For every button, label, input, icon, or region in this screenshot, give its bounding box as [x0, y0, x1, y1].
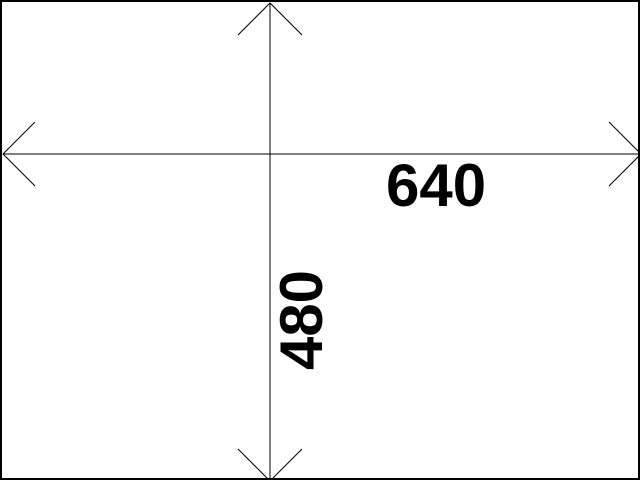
top-arrowhead-icon	[237, 2, 303, 36]
bottom-arrowhead-icon	[237, 448, 303, 478]
width-dimension-label: 640	[386, 152, 487, 219]
right-arrowhead-icon	[608, 121, 638, 187]
height-dimension-label: 480	[268, 269, 335, 371]
left-arrowhead-icon	[2, 121, 36, 187]
